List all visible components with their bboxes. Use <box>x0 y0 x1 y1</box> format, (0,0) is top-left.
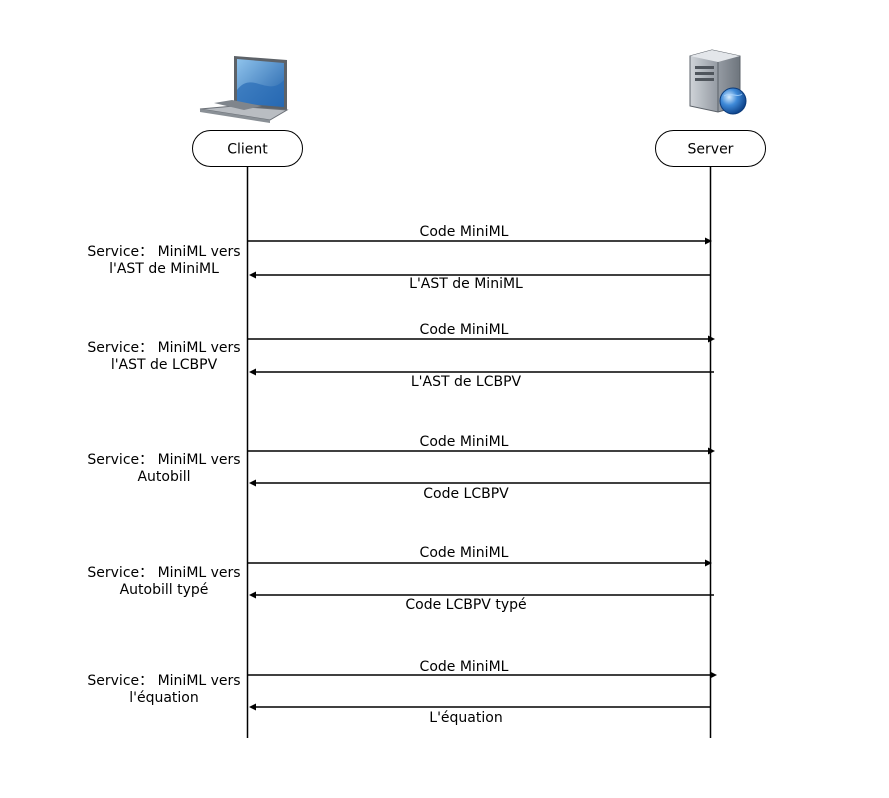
response-label: L'AST de LCBPV <box>411 374 522 390</box>
request-arrowhead <box>705 237 712 245</box>
request-label: Code MiniML <box>420 659 509 675</box>
service-label-line1: Service： MiniML vers <box>87 673 240 689</box>
service-label-line1: Service： MiniML vers <box>87 244 240 260</box>
request-arrowhead <box>705 559 712 567</box>
request-arrowhead <box>710 671 717 679</box>
request-label: Code MiniML <box>420 434 509 450</box>
response-label: Code LCBPV <box>423 486 509 502</box>
response-arrowhead <box>249 703 256 711</box>
service-label-line1: Service： MiniML vers <box>87 565 240 581</box>
service-label-line2: l'AST de MiniML <box>109 261 219 277</box>
request-label: Code MiniML <box>420 545 509 561</box>
server-label: Server <box>688 142 734 158</box>
request-label: Code MiniML <box>420 224 509 240</box>
response-label: L'AST de MiniML <box>409 276 523 292</box>
laptop-icon <box>199 56 289 123</box>
response-arrowhead <box>249 271 256 279</box>
response-arrowhead <box>249 368 256 376</box>
response-label: Code LCBPV typé <box>405 597 526 613</box>
service-label-line2: l'AST de LCBPV <box>111 357 218 373</box>
service-label-line2: l'équation <box>129 690 199 706</box>
request-label: Code MiniML <box>420 322 509 338</box>
service-label-line1: Service： MiniML vers <box>87 452 240 468</box>
response-label: L'équation <box>429 710 502 726</box>
service-label-line2: Autobill <box>137 469 190 485</box>
client-label: Client <box>227 142 268 158</box>
request-arrowhead <box>708 447 715 455</box>
response-arrowhead <box>249 479 256 487</box>
service-label-line1: Service： MiniML vers <box>87 340 240 356</box>
client-actor: Client <box>192 130 303 167</box>
server-actor: Server <box>655 130 766 167</box>
response-arrowhead <box>249 591 256 599</box>
server-globe-icon <box>689 49 747 115</box>
service-label-line2: Autobill typé <box>120 582 209 598</box>
request-arrowhead <box>708 335 715 343</box>
